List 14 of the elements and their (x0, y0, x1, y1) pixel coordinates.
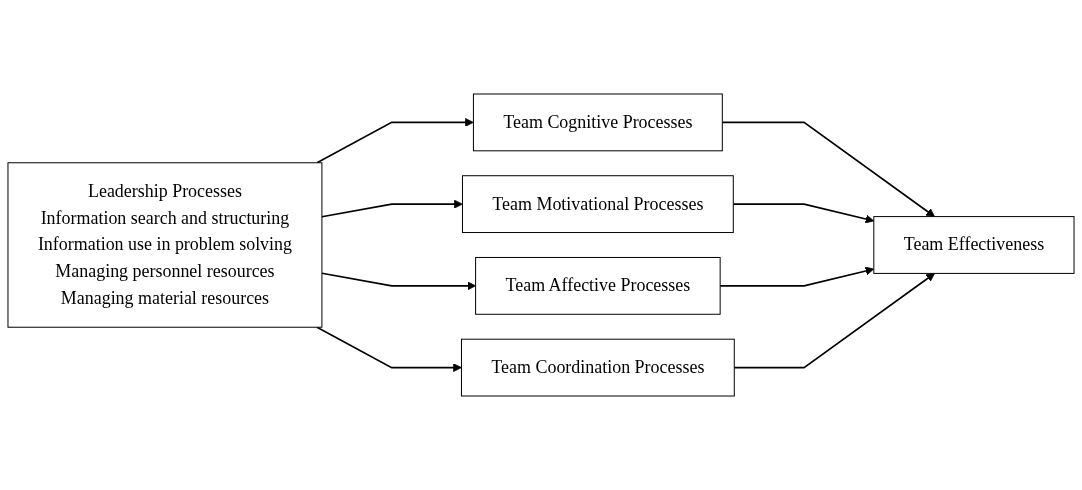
arrow (321, 199, 463, 218)
arrow (732, 203, 875, 224)
node-box: Team Effectiveness (873, 216, 1075, 274)
arrow (721, 121, 935, 217)
node-box: Leadership Processes Information search and structuring Information use in problem solving Managing personnel resources Managing material resources (7, 162, 323, 328)
arrow (316, 326, 462, 372)
node-box: Team Cognitive Processes (472, 93, 723, 152)
node-box: Team Affective Processes (475, 256, 721, 315)
arrow (321, 272, 476, 291)
node-box: Team Motivational Processes (461, 175, 734, 234)
arrow (316, 118, 474, 164)
arrow (719, 266, 875, 287)
node-box: Team Coordination Processes (460, 338, 735, 397)
arrow (733, 273, 935, 369)
